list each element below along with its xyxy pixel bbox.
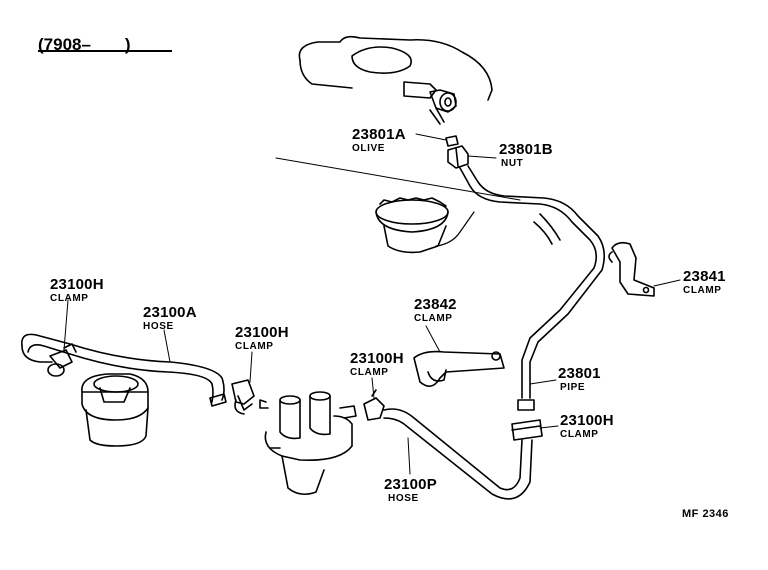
part-name: NUT: [501, 158, 524, 169]
part-name: CLAMP: [50, 293, 89, 304]
date-range-heading: (7908– ): [38, 35, 131, 54]
fuel-pipe-line: [459, 165, 606, 411]
fuel-filter: [81, 373, 149, 447]
part-name: CLAMP: [350, 367, 389, 378]
part-label-hose-23100a: 23100A HOSE: [143, 304, 197, 332]
carburetor-body: [298, 35, 493, 125]
diagram-code: MF 2346: [682, 508, 729, 520]
clamp-left-hose: [47, 343, 77, 377]
part-number: 23801A: [352, 126, 406, 143]
part-label-clamp-23841: 23841 CLAMP: [683, 268, 726, 296]
nut-part: [447, 145, 469, 169]
part-name: HOSE: [143, 321, 174, 332]
part-name: OLIVE: [352, 143, 386, 154]
part-label-clamp-left: 23100H CLAMP: [50, 276, 104, 304]
leader-lines: [63, 133, 681, 475]
part-label-olive: 23801A OLIVE: [352, 126, 406, 154]
clamp-middle-hose: [209, 379, 255, 415]
fuel-pump: [259, 391, 357, 496]
hose-23100p: [383, 408, 533, 500]
part-name: CLAMP: [560, 429, 599, 440]
date-range-underline: [38, 50, 172, 52]
part-name: CLAMP: [414, 313, 453, 324]
part-name: CLAMP: [683, 285, 722, 296]
part-number: 23100A: [143, 304, 197, 321]
hose-23100a: [21, 333, 225, 403]
part-name: CLAMP: [235, 341, 274, 352]
olive-part: [445, 135, 459, 147]
clamp-23842-bracket: [413, 350, 505, 387]
part-name: PIPE: [560, 382, 586, 393]
part-number: 23100H: [235, 324, 289, 341]
part-number: 23100H: [350, 350, 404, 367]
part-label-clamp-middle: 23100H CLAMP: [235, 324, 289, 352]
part-label-clamp-pump: 23100H CLAMP: [350, 350, 404, 378]
part-number: 23100P: [384, 476, 437, 493]
part-name: HOSE: [388, 493, 419, 504]
filler-cap: [375, 197, 449, 254]
part-label-clamp-bottom: 23100H CLAMP: [560, 412, 614, 440]
part-label-clamp-23842: 23842 CLAMP: [414, 296, 457, 324]
clamp-23841-bracket: [608, 241, 655, 297]
part-number: 23842: [414, 296, 457, 313]
part-label-pipe: 23801 PIPE: [558, 365, 601, 393]
part-label-nut: 23801B NUT: [499, 141, 553, 169]
part-number: 23801: [558, 365, 601, 382]
part-label-hose-23100p: 23100P HOSE: [384, 476, 437, 504]
clamp-pipe-bottom: [511, 419, 543, 441]
part-number: 23100H: [560, 412, 614, 429]
part-number: 23100H: [50, 276, 104, 293]
part-number: 23841: [683, 268, 726, 285]
part-number: 23801B: [499, 141, 553, 158]
